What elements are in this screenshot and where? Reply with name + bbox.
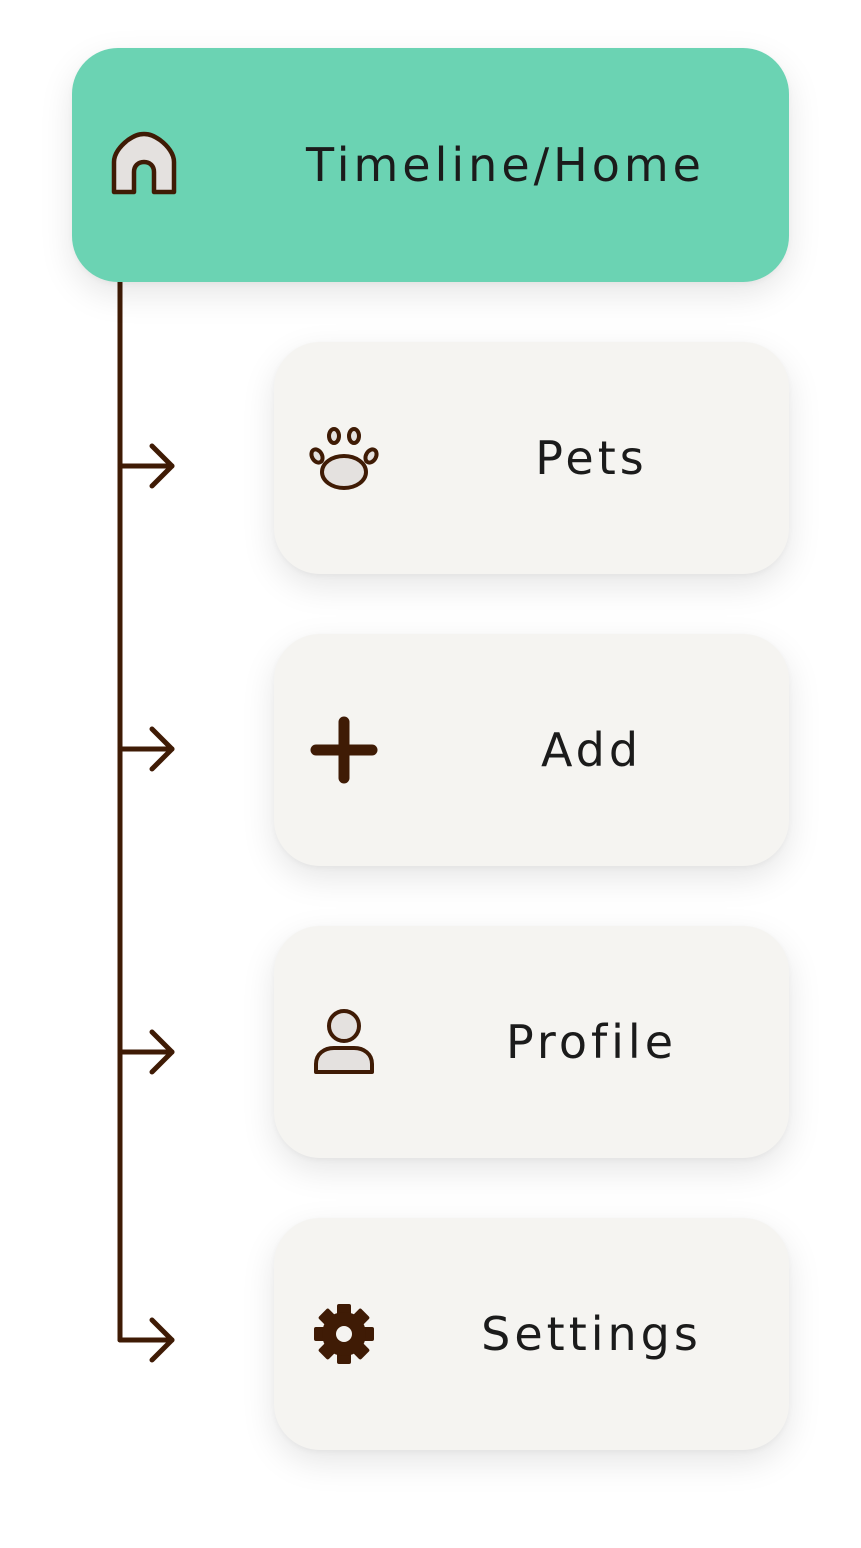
nav-item-settings-label: Settings bbox=[481, 1307, 702, 1361]
nav-item-settings[interactable]: Settings bbox=[274, 1218, 789, 1450]
plus-icon bbox=[310, 716, 378, 784]
nav-item-profile[interactable]: Profile bbox=[274, 926, 789, 1158]
nav-item-timeline-home-label: Timeline/Home bbox=[306, 138, 705, 192]
nav-item-add-label: Add bbox=[540, 723, 643, 777]
user-icon bbox=[314, 1009, 374, 1074]
nav-item-timeline-home[interactable]: Timeline/Home bbox=[72, 48, 789, 282]
nav-item-add[interactable]: Add bbox=[274, 634, 789, 866]
paw-icon bbox=[309, 427, 379, 490]
connector-arrow-profile bbox=[117, 1029, 175, 1075]
gear-icon bbox=[314, 1304, 374, 1364]
nav-item-pets[interactable]: Pets bbox=[274, 342, 789, 574]
connector-arrow-pets bbox=[117, 443, 175, 489]
nav-item-profile-label: Profile bbox=[505, 1015, 678, 1069]
connector-arrow-settings bbox=[117, 1317, 175, 1363]
connector-arrow-add bbox=[117, 726, 175, 772]
home-icon bbox=[111, 131, 177, 195]
nav-item-pets-label: Pets bbox=[535, 431, 648, 485]
